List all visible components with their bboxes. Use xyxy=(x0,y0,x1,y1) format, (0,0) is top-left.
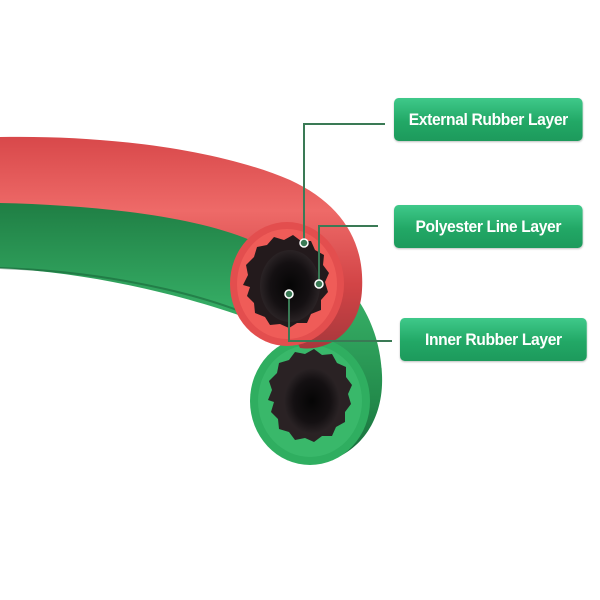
leader-external-rubber xyxy=(299,123,385,248)
red-hose-cross-section xyxy=(230,222,344,346)
red-hose xyxy=(0,136,363,349)
leader-inner-rubber xyxy=(284,289,392,342)
label-external-rubber-layer: External Rubber Layer xyxy=(394,98,583,141)
label-inner-rubber-layer: Inner Rubber Layer xyxy=(400,318,587,361)
leader-polyester-line xyxy=(314,225,378,289)
green-hose-cross-section xyxy=(250,337,370,465)
label-polyester-line-layer: Polyester Line Layer xyxy=(394,205,583,248)
